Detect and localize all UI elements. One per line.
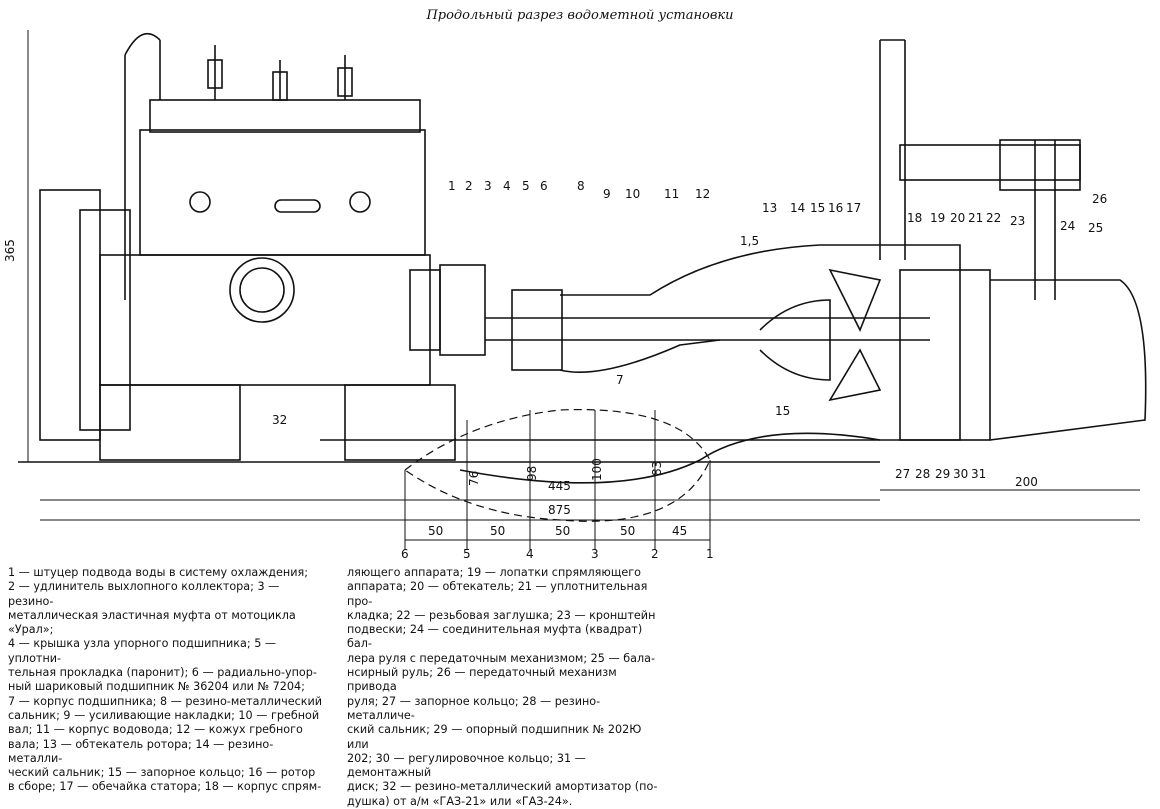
callout: 3 <box>484 179 492 193</box>
diagram-title: Продольный разрез водометной установки <box>426 8 734 23</box>
callout: 23 <box>1010 214 1025 228</box>
legend-line: руля; 27 — запорное кольцо; 28 — резино-… <box>347 694 601 722</box>
callout: 17 <box>846 201 861 215</box>
callout: 14 <box>790 201 805 215</box>
callout: 10 <box>625 187 640 201</box>
legend-line: диск; 32 — резино-металлический амортиза… <box>347 780 658 794</box>
callout: 25 <box>1088 221 1103 235</box>
hull-bottom-line <box>18 439 880 463</box>
callout: 30 <box>953 467 968 481</box>
legend-line: ческий сальник; 15 — запорное кольцо; 16… <box>8 766 316 780</box>
legend-line: ляющего аппарата; 19 — лопатки спрямляющ… <box>347 566 641 579</box>
legend-line: 7 — корпус подшипника; 8 — резино-металл… <box>8 694 323 708</box>
callout: 15 <box>810 201 825 215</box>
dim-200: 200 <box>1015 475 1038 489</box>
dim-50-c: 50 <box>555 524 570 538</box>
dim-76: 76 <box>467 471 481 486</box>
callout: 6 <box>540 179 548 193</box>
callout: 12 <box>695 187 710 201</box>
callout: 5 <box>522 179 530 193</box>
legend-line: 202; 30 — регулировочное кольцо; 31 — де… <box>347 751 586 780</box>
callout: 26 <box>1092 192 1107 206</box>
legend-line: кладка; 22 — резьбовая заглушка; 23 — кр… <box>347 608 656 622</box>
dim-445: 445 <box>548 479 571 493</box>
dim-98: 98 <box>525 466 539 481</box>
water-duct <box>459 244 961 484</box>
dim-45: 45 <box>672 524 687 538</box>
callout: 9 <box>603 187 611 201</box>
callout: 21 <box>968 211 983 225</box>
dim-50-b: 50 <box>490 524 505 538</box>
legend-left-column: 1 — штуцер подвода воды в систему охлажд… <box>8 566 326 795</box>
legend-line: ский сальник; 29 — опорный подшипник № 2… <box>347 723 642 751</box>
callout: 32 <box>272 413 287 427</box>
callout: 4 <box>503 179 511 193</box>
callout: 19 <box>930 211 945 225</box>
dim-365: 365 <box>3 239 17 262</box>
callout: 13 <box>762 201 777 215</box>
callout: 16 <box>828 201 843 215</box>
callout: 11 <box>664 187 679 201</box>
legend-line: ный шариковый подшипник № 36204 или № 72… <box>8 680 305 694</box>
section-label: 2 <box>651 547 659 560</box>
callout: 29 <box>935 467 950 481</box>
legend-line: 2 — удлинитель выхлопного коллектора; 3 … <box>8 580 280 608</box>
dim-50-d: 50 <box>620 524 635 538</box>
callout: 20 <box>950 211 965 225</box>
section-label: 3 <box>591 547 599 560</box>
callout: 27 <box>895 467 910 481</box>
legend-line: душка) от а/м «ГАЗ-21» или «ГАЗ-24». <box>347 794 573 808</box>
section-label: 6 <box>401 547 409 560</box>
legend-line: вала; 13 — обтекатель ротора; 14 — резин… <box>8 737 274 765</box>
callout: 24 <box>1060 219 1075 233</box>
rudder-gear <box>899 144 1081 181</box>
rotor-blades <box>828 268 882 402</box>
dim-50-a: 50 <box>428 524 443 538</box>
legend-line: в сборе; 17 — обечайка статора; 18 — кор… <box>8 780 322 794</box>
section-label: 1 <box>706 547 714 560</box>
propeller-shaft <box>485 317 930 341</box>
longitudinal-section-drawing: 365 445 875 200 76 98 100 83 50 50 50 50… <box>3 30 1147 560</box>
stator-housing <box>899 269 991 441</box>
callout: 1 <box>448 179 456 193</box>
callout: 18 <box>907 211 922 225</box>
legend-line: металлическая эластичная муфта от мотоци… <box>8 608 296 637</box>
legend-right-column: ляющего аппарата; 19 — лопатки спрямляющ… <box>347 566 665 809</box>
note-1-5: 1,5 <box>740 234 759 248</box>
legend-line: подвески; 24 — соединительная муфта (ква… <box>347 623 643 651</box>
legend-line: 4 — крышка узла упорного подшипника; 5 —… <box>8 637 277 665</box>
dim-83: 83 <box>650 461 664 476</box>
callout: 8 <box>577 179 585 193</box>
callout: 28 <box>915 467 930 481</box>
legend-line: сальник; 9 — усиливающие накладки; 10 — … <box>8 708 320 722</box>
legend-line: 1 — штуцер подвода воды в систему охлажд… <box>8 566 308 579</box>
dim-875: 875 <box>548 503 571 517</box>
cooling-fan <box>229 257 295 323</box>
dim-100: 100 <box>590 458 604 481</box>
flywheel <box>39 189 101 441</box>
section-label: 4 <box>526 547 534 560</box>
callout: 31 <box>971 467 986 481</box>
legend-line: нсирный руль; 26 — передаточный механизм… <box>347 666 617 694</box>
callout: 22 <box>986 211 1001 225</box>
legend-line: вал; 11 — корпус водовода; 12 — кожух гр… <box>8 723 303 737</box>
legend-line: тельная прокладка (паронит); 6 — радиаль… <box>8 666 317 680</box>
legend-line: лера руля с передаточным механизмом; 25 … <box>347 651 656 665</box>
engine-block <box>139 129 426 256</box>
legend-line: аппарата; 20 — обтекатель; 21 — уплотнит… <box>347 580 648 608</box>
callout: 2 <box>465 179 473 193</box>
note-15: 15 <box>775 404 790 418</box>
callout: 7 <box>616 373 624 387</box>
coupling <box>439 264 486 356</box>
rudder-post <box>879 39 906 260</box>
section-label: 5 <box>463 547 471 560</box>
